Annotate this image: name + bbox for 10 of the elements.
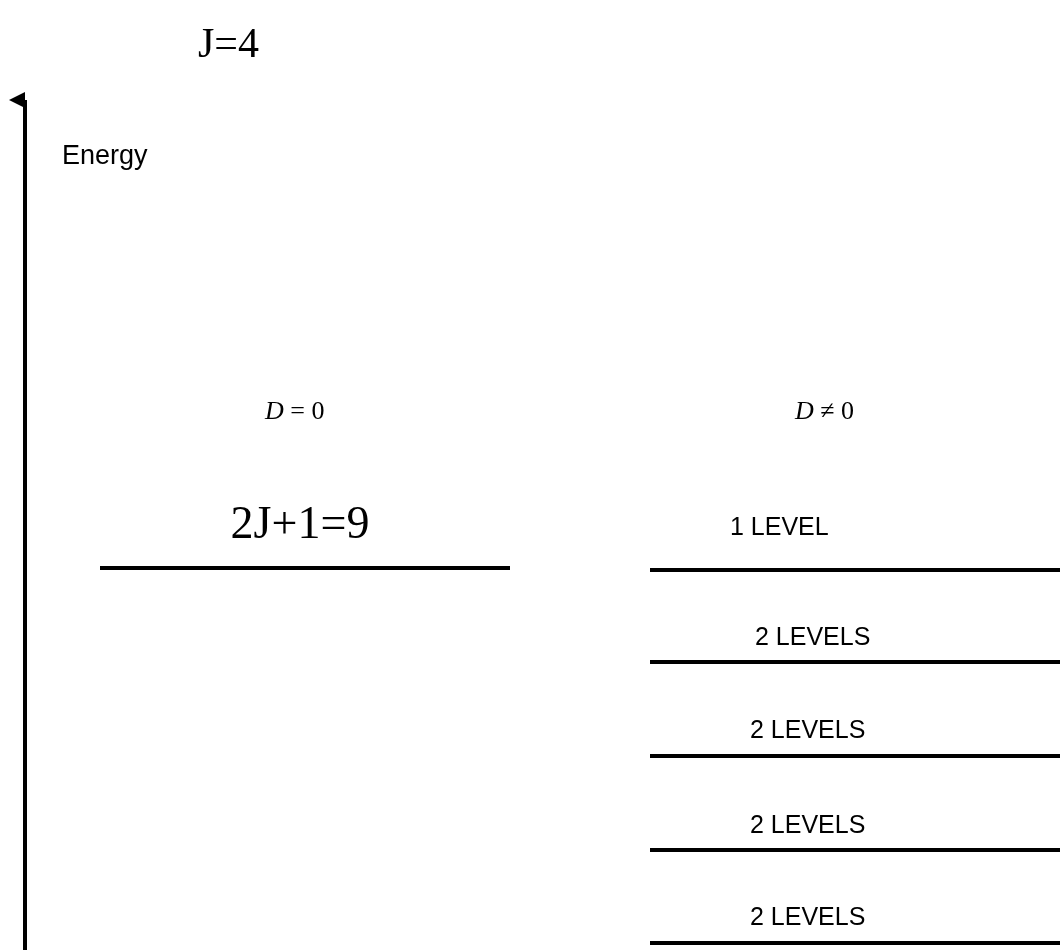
title: J=4 bbox=[198, 22, 260, 64]
degeneracy-label: 2J+1=9 bbox=[230, 500, 370, 546]
math-label: D ≠ 0 bbox=[795, 398, 855, 424]
level-count: 1 LEVEL bbox=[730, 514, 829, 539]
level-count: 2 LEVELS bbox=[750, 812, 866, 837]
axis-label: Energy bbox=[62, 142, 148, 169]
level-count: 2 LEVELS bbox=[755, 624, 871, 649]
math-label: D = 0 bbox=[265, 398, 325, 424]
level-count: 2 LEVELS bbox=[750, 904, 866, 929]
level-count: 2 LEVELS bbox=[750, 717, 866, 742]
